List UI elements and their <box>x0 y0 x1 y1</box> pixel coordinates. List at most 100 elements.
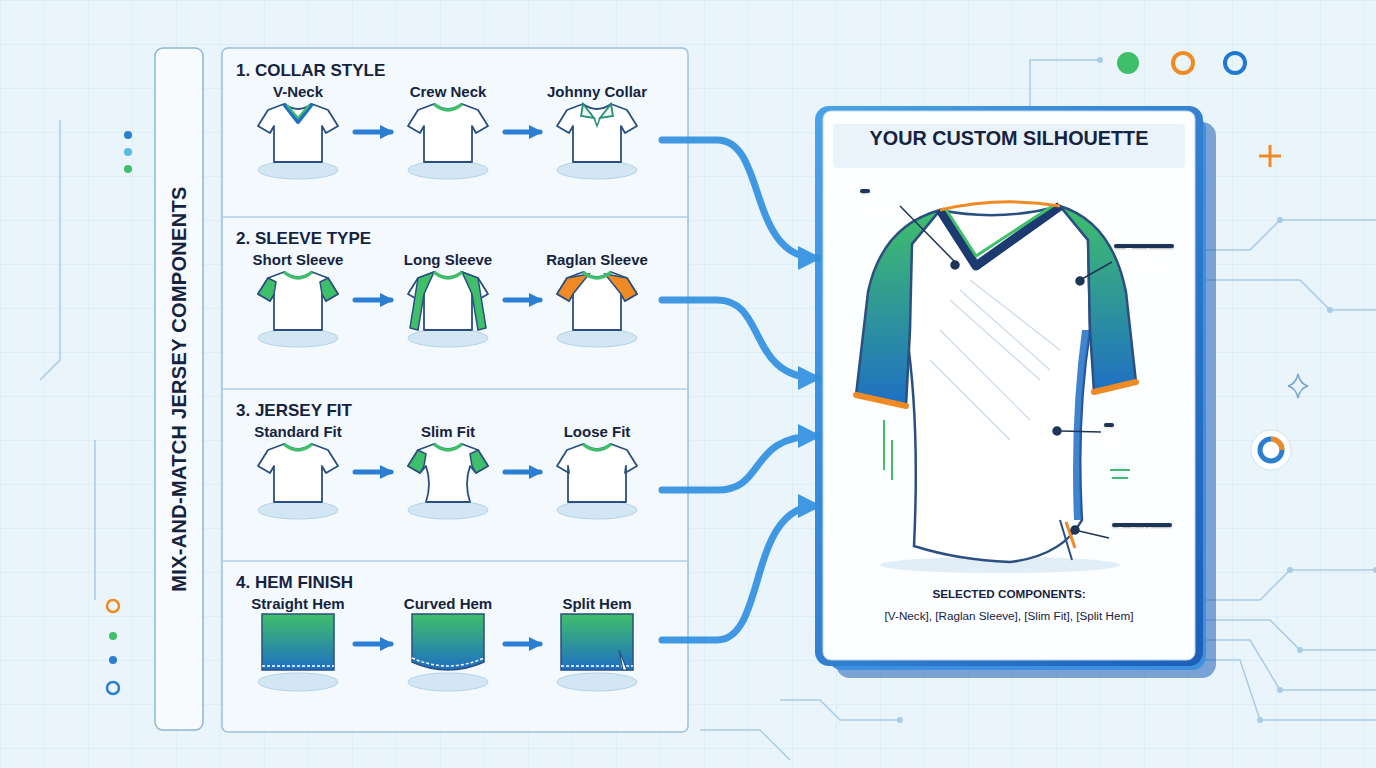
node-label: MIX-AND-MATCH JERSEY COMPONENTS <box>168 186 191 591</box>
vertical-title: MIX-AND-MATCH JERSEY COMPONENTS <box>155 48 203 730</box>
shirt-body <box>408 444 488 502</box>
decor-shape <box>222 388 688 390</box>
decor-shape <box>1073 330 1090 520</box>
hem-stitch <box>412 658 484 666</box>
shirt-icon <box>258 444 338 519</box>
decor-shape <box>1112 477 1128 479</box>
shirt-icon <box>258 272 338 347</box>
shirt-body <box>557 104 637 162</box>
decor-shape <box>1110 469 1130 471</box>
option-item: Short Sleeve <box>243 240 353 383</box>
decor-shape <box>1200 620 1376 650</box>
decor-shape <box>1277 217 1283 223</box>
shirt-body <box>258 444 338 502</box>
decor-shape <box>906 206 1090 562</box>
decor-shape <box>1327 307 1333 313</box>
callout-tag: Split Hem <box>1112 523 1172 527</box>
decor-shape <box>124 165 132 173</box>
decor-shape <box>1288 374 1308 398</box>
decor-shape <box>1082 262 1112 279</box>
collar <box>583 272 611 278</box>
sleeve <box>408 450 426 473</box>
decor-shape <box>940 206 1060 266</box>
decor-shape <box>823 111 1195 660</box>
decor-shape <box>930 360 1010 440</box>
decor-shape <box>1260 439 1282 461</box>
panel-heading: YOUR CUSTOM SILHOUETTE <box>823 127 1195 150</box>
step-arrow <box>505 130 540 135</box>
shirt-body <box>557 272 637 330</box>
decor-shape <box>1061 431 1101 432</box>
option-item: V-Neck <box>243 72 353 211</box>
sleeve <box>258 278 276 301</box>
decor-shape <box>891 440 893 480</box>
callout-leaders <box>900 206 1112 538</box>
decor-shape <box>1200 220 1376 250</box>
flow-arrow <box>662 506 817 640</box>
option-item: Loose Fit <box>542 412 652 555</box>
collar <box>284 104 312 122</box>
node-label: Johnny Collar <box>542 83 652 205</box>
decor-shape <box>1271 439 1282 450</box>
node-label: V-Neck <box>860 191 870 219</box>
icon-pedestal <box>408 161 488 179</box>
title-frame <box>155 48 203 730</box>
sleeve <box>470 450 488 473</box>
icon-pedestal <box>258 161 338 179</box>
decor-shape <box>930 280 1060 440</box>
icon-pedestal <box>557 161 637 179</box>
decor-shape <box>970 280 1060 350</box>
callout-tag: V-Neck <box>860 189 870 193</box>
decor-shape <box>109 656 117 664</box>
decor-shape <box>94 440 96 600</box>
decor-shape <box>40 120 60 380</box>
decor-shape <box>950 300 1040 380</box>
shirt-body <box>408 104 488 162</box>
shirt-icon <box>408 104 488 179</box>
decor-shape <box>1094 382 1136 392</box>
summary-text: [V-Neck], [Raglan Sleeve], [Slim Fit], [… <box>823 609 1195 622</box>
flow-arrow <box>662 300 817 378</box>
node-label: Slim Fit <box>393 423 503 549</box>
option-item: Raglan Sleeve <box>542 240 652 383</box>
decor-shape <box>780 700 900 720</box>
result-frame <box>815 106 1216 678</box>
component-section: 1. COLLAR STYLEV-NeckCrew NeckJohnny Col… <box>222 50 688 217</box>
icon-pedestal <box>408 673 488 691</box>
decor-shape <box>1173 53 1193 73</box>
decor-shape <box>1079 531 1109 538</box>
decor-shape <box>900 206 955 262</box>
decor-shape <box>1297 647 1303 653</box>
decor-shape <box>883 420 885 470</box>
icon-pedestal <box>557 501 637 519</box>
component-panel <box>222 48 688 732</box>
decor-shape <box>109 632 117 640</box>
hem-slit <box>619 650 627 670</box>
sleeve <box>320 278 338 301</box>
step-arrow <box>505 470 540 475</box>
node-label: Split Hem <box>542 595 652 718</box>
custom-jersey-illustration <box>856 202 1136 573</box>
decor-shape <box>1097 57 1103 63</box>
option-item: Straight Hem <box>243 584 353 724</box>
component-section: 3. JERSEY FITStandard FitSlim FitLoose F… <box>222 390 688 561</box>
shirt-body <box>258 104 338 162</box>
node-label: Straight Hem <box>243 595 353 718</box>
node-label: Crew Neck <box>393 83 503 205</box>
step-arrow <box>355 298 391 303</box>
section-heading: 3. JERSEY FIT <box>236 401 352 421</box>
node-label: Curved Hem <box>393 595 503 718</box>
decor-shape <box>856 395 906 406</box>
decor-shape <box>124 131 132 139</box>
decor-shape <box>1117 52 1139 74</box>
collar <box>583 444 611 450</box>
node-label: V-Neck <box>243 83 353 205</box>
sleeve <box>557 274 589 301</box>
collar <box>594 118 600 126</box>
decor-shape <box>1200 280 1376 310</box>
decor-shape <box>1076 277 1084 285</box>
